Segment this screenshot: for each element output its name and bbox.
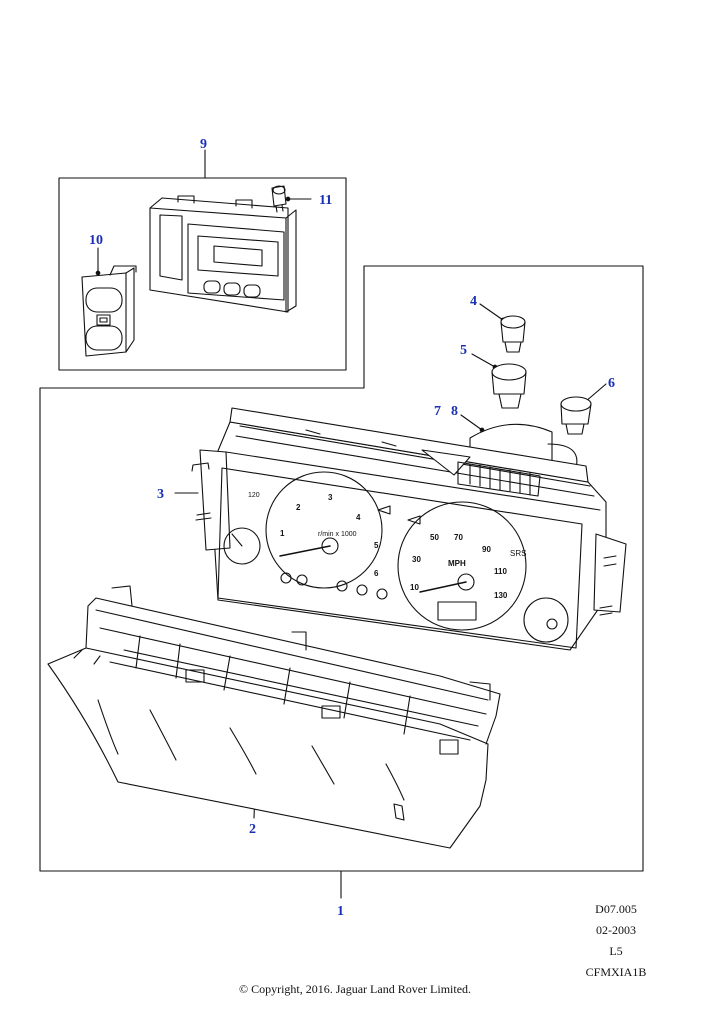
diagram-code: CFMXIA1B — [585, 965, 647, 979]
tacho-ticks: 1 2 3 4 5 6 — [280, 493, 379, 578]
callout-8: 8 — [451, 404, 458, 419]
callout-11: 11 — [319, 193, 332, 208]
speedo-tick: 90 — [482, 545, 491, 554]
speedo-ticks: 10 30 50 70 90 110 130 — [410, 533, 508, 600]
callout-2: 2 — [249, 822, 256, 837]
temp-label: 120 — [248, 492, 260, 499]
diagram-date: 02-2003 — [596, 923, 636, 937]
callout-9: 9 — [200, 137, 207, 152]
bulb-holder-part-11 — [271, 185, 287, 213]
speedo-tick: 70 — [454, 533, 463, 542]
diagram-ref: D07.005 — [595, 902, 637, 916]
upper-sub-assembly-frame — [58, 177, 347, 371]
speedo-tick: 130 — [494, 591, 508, 600]
callout-10: 10 — [89, 233, 103, 248]
bezel-lens-part-2 — [47, 585, 501, 849]
speedo-tick: 10 — [410, 583, 419, 592]
callout-6: 6 — [608, 376, 615, 391]
tacho-tick: 1 — [280, 529, 285, 538]
tacho-tick: 6 — [374, 569, 379, 578]
callout-3: 3 — [157, 487, 164, 502]
switch-pack-part-10 — [81, 265, 137, 357]
tacho-tick: 5 — [374, 541, 379, 550]
diagram-level: L5 — [609, 944, 623, 958]
srs-label: SRS — [510, 549, 526, 558]
callout-labels: 9 11 10 4 5 6 7 8 3 2 1 — [89, 137, 615, 919]
tacho-tick: 4 — [356, 513, 361, 522]
speedo-tick: 30 — [412, 555, 421, 564]
main-assembly-frame — [39, 265, 644, 872]
tacho-tick: 2 — [296, 503, 301, 512]
speedo-tick: 110 — [494, 567, 507, 576]
copyright-notice: © Copyright, 2016. Jaguar Land Rover Lim… — [238, 982, 472, 996]
speedo-unit: MPH — [448, 559, 466, 568]
tacho-tick: 3 — [328, 493, 333, 502]
callout-5: 5 — [460, 343, 467, 358]
tacho-label: r/min x 1000 — [318, 531, 357, 538]
instrument-cluster-part-3 — [191, 407, 627, 651]
callout-7: 7 — [434, 404, 441, 419]
bulb-holders-4-5-6 — [491, 315, 592, 435]
callout-1: 1 — [337, 904, 344, 919]
clock-display-part-9 — [149, 195, 297, 313]
speedo-tick: 50 — [430, 533, 439, 542]
callout-4: 4 — [470, 294, 477, 309]
